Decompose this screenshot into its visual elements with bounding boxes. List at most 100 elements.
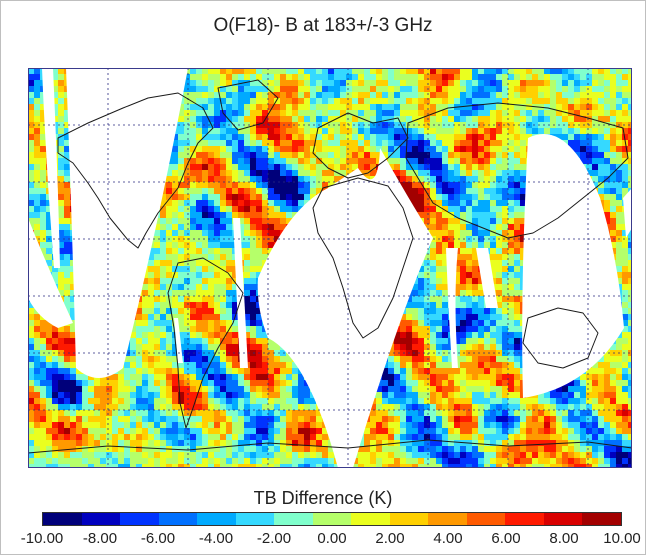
field-cell — [460, 248, 466, 254]
field-cell — [58, 260, 64, 266]
field-cell — [256, 308, 262, 314]
field-cell — [160, 338, 166, 344]
field-cell — [214, 362, 220, 368]
field-cell — [280, 158, 286, 164]
field-cell — [436, 230, 442, 236]
field-cell — [418, 164, 424, 170]
field-cell — [616, 194, 622, 200]
field-cell — [184, 116, 190, 122]
field-cell — [502, 182, 508, 188]
field-cell — [262, 68, 268, 74]
field-cell — [424, 332, 430, 338]
field-cell — [316, 92, 322, 98]
field-cell — [202, 212, 208, 218]
field-cell — [454, 92, 460, 98]
field-cell — [472, 194, 478, 200]
field-cell — [520, 164, 526, 170]
field-cell — [40, 164, 46, 170]
field-cell — [604, 218, 610, 224]
field-cell — [430, 302, 436, 308]
field-cell — [496, 308, 502, 314]
field-cell — [430, 134, 436, 140]
field-cell — [502, 344, 508, 350]
field-cell — [238, 134, 244, 140]
field-cell — [208, 272, 214, 278]
field-cell — [520, 92, 526, 98]
field-cell — [484, 122, 490, 128]
field-cell — [508, 116, 514, 122]
field-cell — [298, 110, 304, 116]
field-cell — [412, 74, 418, 80]
field-cell — [298, 86, 304, 92]
field-cell — [628, 110, 632, 116]
field-cell — [172, 134, 178, 140]
field-cell — [238, 122, 244, 128]
field-cell — [226, 260, 232, 266]
field-cell — [328, 110, 334, 116]
field-cell — [370, 110, 376, 116]
field-cell — [490, 332, 496, 338]
field-cell — [514, 158, 520, 164]
field-cell — [628, 230, 632, 236]
field-cell — [178, 218, 184, 224]
field-cell — [454, 122, 460, 128]
field-cell — [562, 80, 568, 86]
field-cell — [310, 146, 316, 152]
field-cell — [166, 344, 172, 350]
field-cell — [238, 92, 244, 98]
field-cell — [490, 272, 496, 278]
field-cell — [172, 260, 178, 266]
field-cell — [562, 74, 568, 80]
field-cell — [58, 242, 64, 248]
field-cell — [466, 140, 472, 146]
field-cell — [214, 278, 220, 284]
field-cell — [322, 68, 328, 74]
field-cell — [232, 290, 238, 296]
field-cell — [178, 272, 184, 278]
field-cell — [280, 134, 286, 140]
field-cell — [160, 224, 166, 230]
field-cell — [622, 128, 628, 134]
field-cell — [202, 278, 208, 284]
field-cell — [454, 86, 460, 92]
field-cell — [250, 302, 256, 308]
field-cell — [424, 254, 430, 260]
field-cell — [544, 110, 550, 116]
field-cell — [154, 266, 160, 272]
field-cell — [196, 314, 202, 320]
field-cell — [406, 68, 412, 74]
field-cell — [616, 92, 622, 98]
field-cell — [604, 86, 610, 92]
field-cell — [196, 332, 202, 338]
field-cell — [250, 98, 256, 104]
field-cell — [412, 146, 418, 152]
field-cell — [520, 224, 526, 230]
field-cell — [190, 158, 196, 164]
field-cell — [388, 74, 394, 80]
field-cell — [256, 326, 262, 332]
field-cell — [400, 74, 406, 80]
field-cell — [184, 332, 190, 338]
field-cell — [562, 68, 568, 74]
field-cell — [616, 206, 622, 212]
field-cell — [418, 116, 424, 122]
field-cell — [628, 86, 632, 92]
field-cell — [166, 176, 172, 182]
field-cell — [484, 212, 490, 218]
field-cell — [466, 218, 472, 224]
field-cell — [346, 116, 352, 122]
field-cell — [508, 272, 514, 278]
field-cell — [172, 140, 178, 146]
field-cell — [364, 122, 370, 128]
field-cell — [442, 242, 448, 248]
field-cell — [226, 74, 232, 80]
field-cell — [406, 194, 412, 200]
field-cell — [370, 134, 376, 140]
field-cell — [448, 158, 454, 164]
field-cell — [514, 110, 520, 116]
field-cell — [550, 110, 556, 116]
field-cell — [424, 356, 430, 362]
field-cell — [280, 146, 286, 152]
field-cell — [430, 272, 436, 278]
field-cell — [208, 308, 214, 314]
